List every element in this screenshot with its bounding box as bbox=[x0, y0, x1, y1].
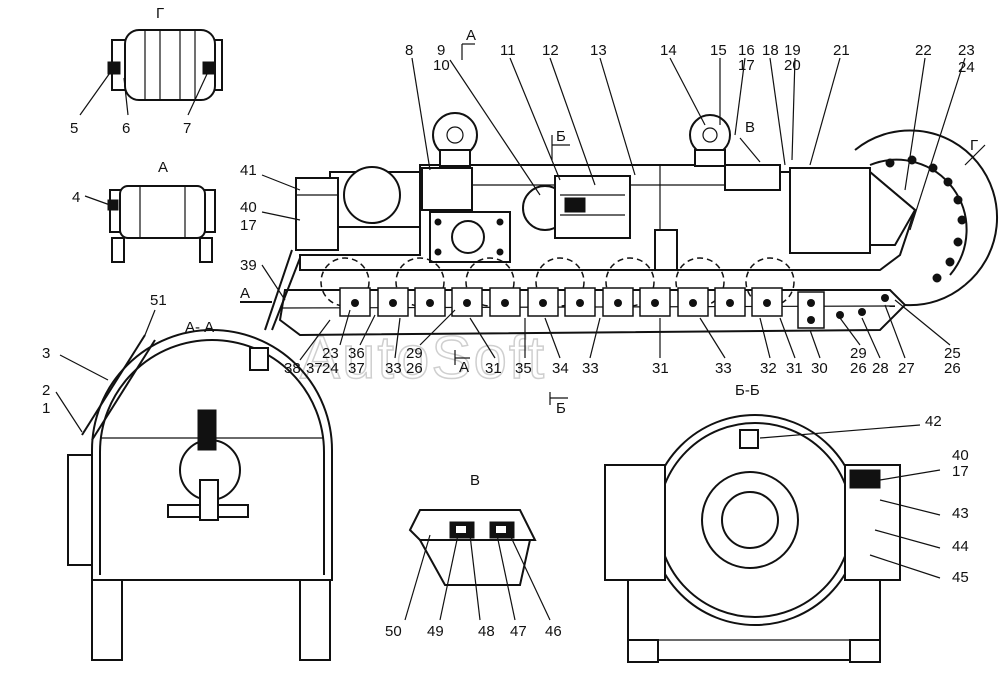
view-v-seal: В bbox=[404, 472, 551, 621]
view-a-title: А bbox=[158, 159, 168, 176]
section-marks-top: А Б В Г А А Б bbox=[240, 27, 986, 417]
callout-40: 40 bbox=[240, 199, 257, 216]
callout-3: 3 bbox=[42, 345, 50, 362]
callout-29: 29 bbox=[406, 345, 423, 362]
view-v-title: В bbox=[470, 472, 480, 489]
section-bb-title: Б-Б bbox=[735, 382, 760, 399]
callout-41: 41 bbox=[240, 162, 257, 179]
callout-36: 36 bbox=[348, 345, 365, 362]
callout-50: 50 bbox=[385, 623, 402, 640]
callout-24b: 24 bbox=[322, 360, 339, 377]
section-aa: А- А bbox=[67, 319, 333, 661]
callout-15: 15 bbox=[710, 42, 727, 59]
callout-40b: 40 bbox=[952, 447, 969, 464]
callout-33c: 33 bbox=[715, 360, 732, 377]
callouts-bottom-leaders bbox=[299, 299, 951, 361]
callout-21: 21 bbox=[833, 42, 850, 59]
callout-37: 37 bbox=[306, 360, 323, 377]
callout-26c: 26 bbox=[944, 360, 961, 377]
callout-24: 24 bbox=[958, 59, 975, 76]
callout-23: 23 bbox=[958, 42, 975, 59]
callout-1: 1 bbox=[42, 400, 50, 417]
mark-g-right: Г bbox=[970, 137, 978, 154]
callout-11: 11 bbox=[500, 42, 516, 59]
section-aa-title: А- А bbox=[185, 319, 214, 336]
mark-a-bottom: А bbox=[459, 359, 469, 376]
callout-23b: 23 bbox=[322, 345, 339, 362]
callout-31c: 31 bbox=[786, 360, 803, 377]
callouts-top bbox=[261, 57, 966, 301]
callout-16: 16 bbox=[738, 42, 755, 59]
callout-17b: 17 bbox=[738, 57, 755, 74]
callout-42: 42 bbox=[925, 413, 942, 430]
callout-33b: 33 bbox=[582, 360, 599, 377]
callout-26: 26 bbox=[406, 360, 423, 377]
callout-37b: 37 bbox=[348, 360, 365, 377]
callout-31b: 31 bbox=[652, 360, 669, 377]
callout-10: 10 bbox=[433, 57, 450, 74]
callout-46: 46 bbox=[545, 623, 562, 640]
callout-33: 33 bbox=[385, 360, 402, 377]
callout-17a: 17 bbox=[240, 217, 257, 234]
callout-22: 22 bbox=[915, 42, 932, 59]
view-g-roller: Г bbox=[79, 5, 223, 116]
callout-2: 2 bbox=[42, 382, 50, 399]
callout-5: 5 bbox=[70, 120, 78, 137]
mark-a-top: А bbox=[466, 27, 476, 44]
track-frame-main bbox=[264, 112, 999, 337]
callout-7: 7 bbox=[183, 120, 191, 137]
callout-17c: 17 bbox=[952, 463, 969, 480]
callout-9: 9 bbox=[437, 42, 445, 59]
callout-26b: 26 bbox=[850, 360, 867, 377]
callout-8: 8 bbox=[405, 42, 413, 59]
callout-28: 28 bbox=[872, 360, 889, 377]
callout-25: 25 bbox=[944, 345, 961, 362]
callout-48: 48 bbox=[478, 623, 495, 640]
callout-51: 51 bbox=[150, 292, 167, 309]
callout-13: 13 bbox=[590, 42, 607, 59]
view-a-small: А bbox=[84, 159, 216, 263]
mark-b-top: Б bbox=[556, 128, 566, 145]
callout-43: 43 bbox=[952, 505, 969, 522]
callout-18: 18 bbox=[762, 42, 779, 59]
callout-32: 32 bbox=[760, 360, 777, 377]
callout-45: 45 bbox=[952, 569, 969, 586]
callout-14: 14 bbox=[660, 42, 677, 59]
callout-12: 12 bbox=[542, 42, 559, 59]
callout-4: 4 bbox=[72, 189, 80, 206]
callout-6: 6 bbox=[122, 120, 130, 137]
section-bb: Б-Б bbox=[604, 382, 901, 663]
callout-47: 47 bbox=[510, 623, 527, 640]
callout-31: 31 bbox=[485, 360, 502, 377]
mark-v-top: В bbox=[745, 119, 755, 136]
callout-19: 19 bbox=[784, 42, 801, 59]
callout-49: 49 bbox=[427, 623, 444, 640]
callout-44: 44 bbox=[952, 538, 969, 555]
mark-a-left: А bbox=[240, 285, 250, 302]
callout-29b: 29 bbox=[850, 345, 867, 362]
callout-34: 34 bbox=[552, 360, 569, 377]
callout-35: 35 bbox=[515, 360, 532, 377]
mark-b-bottom: Б bbox=[556, 400, 566, 417]
callout-20: 20 bbox=[784, 57, 801, 74]
callout-27: 27 bbox=[898, 360, 915, 377]
view-g-title: Г bbox=[156, 5, 164, 22]
callout-30: 30 bbox=[811, 360, 828, 377]
callout-39: 39 bbox=[240, 257, 257, 274]
